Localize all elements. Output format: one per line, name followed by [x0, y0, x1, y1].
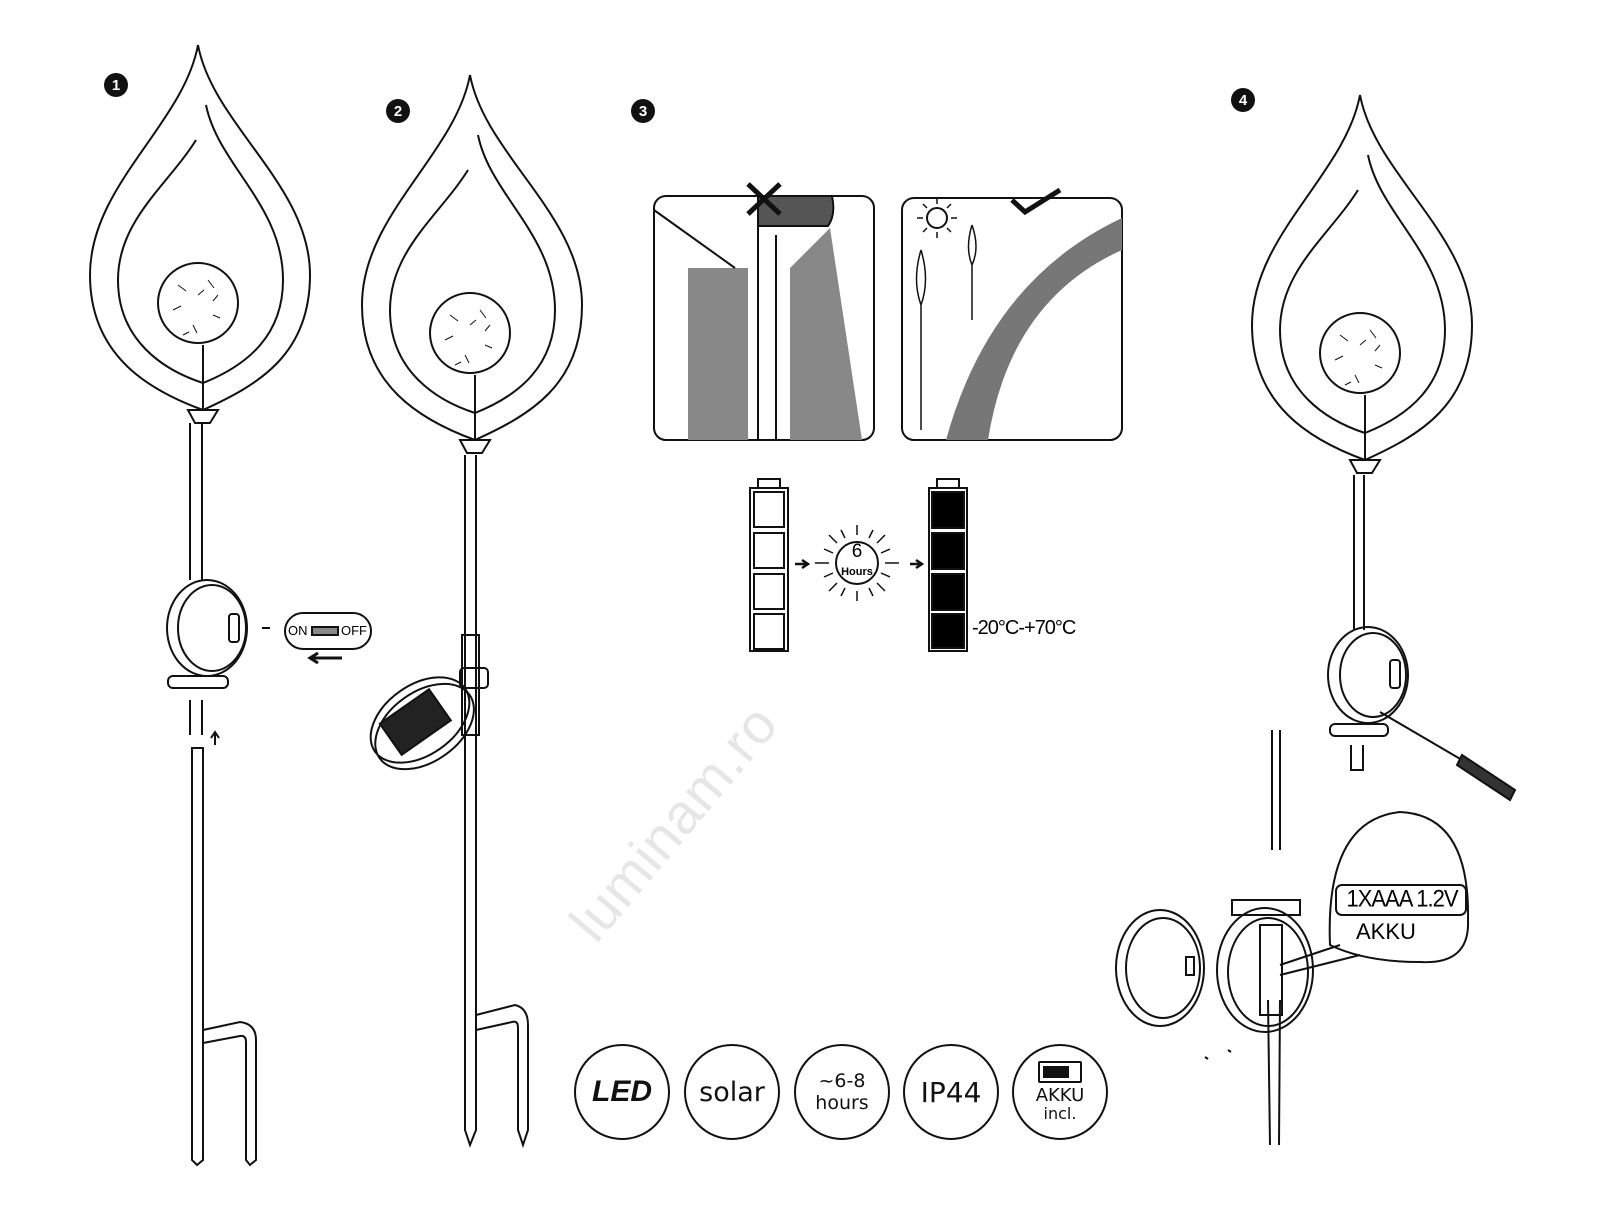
solar-badge: solar — [684, 1044, 780, 1140]
step-number-1: 1 — [104, 73, 128, 97]
battery-icon — [1038, 1061, 1082, 1083]
switch-off-label: OFF — [341, 623, 367, 638]
switch-on-label: ON — [288, 623, 308, 638]
incl-label: incl. — [1043, 1104, 1077, 1123]
led-badge: LED — [574, 1044, 670, 1140]
temperature-range: -20°C-+70°C — [972, 617, 1076, 639]
step-number-4: 4 — [1231, 88, 1255, 112]
charge-hours-value: 6 — [851, 541, 863, 562]
placement-correct — [901, 187, 1123, 441]
runtime-unit: hours — [815, 1092, 869, 1114]
lamp-step-2 — [361, 74, 583, 1149]
solar-label: solar — [699, 1076, 765, 1108]
sun-icon — [815, 525, 899, 601]
charge-hours-unit: Hours — [841, 566, 873, 578]
ip-rating-label: IP44 — [920, 1075, 982, 1109]
lamp-step-4 — [1115, 94, 1517, 1146]
placement-wrong — [653, 182, 875, 441]
lamp-step-1 — [89, 44, 372, 1167]
step-number-2: 2 — [386, 99, 410, 123]
akku-label: AKKU — [1035, 1085, 1085, 1106]
battery-spec-label: 1XAAA 1.2V — [1346, 884, 1458, 913]
battery-empty-icon — [749, 478, 789, 652]
ip-rating-badge: IP44 — [903, 1044, 999, 1140]
step-number-3: 3 — [631, 99, 655, 123]
battery-included-badge: AKKU incl. — [1012, 1044, 1108, 1140]
led-label: LED — [592, 1075, 652, 1108]
runtime-value: ~6-8 — [818, 1070, 866, 1092]
battery-type-label: AKKU — [1356, 919, 1416, 944]
battery-full-icon — [928, 478, 968, 652]
